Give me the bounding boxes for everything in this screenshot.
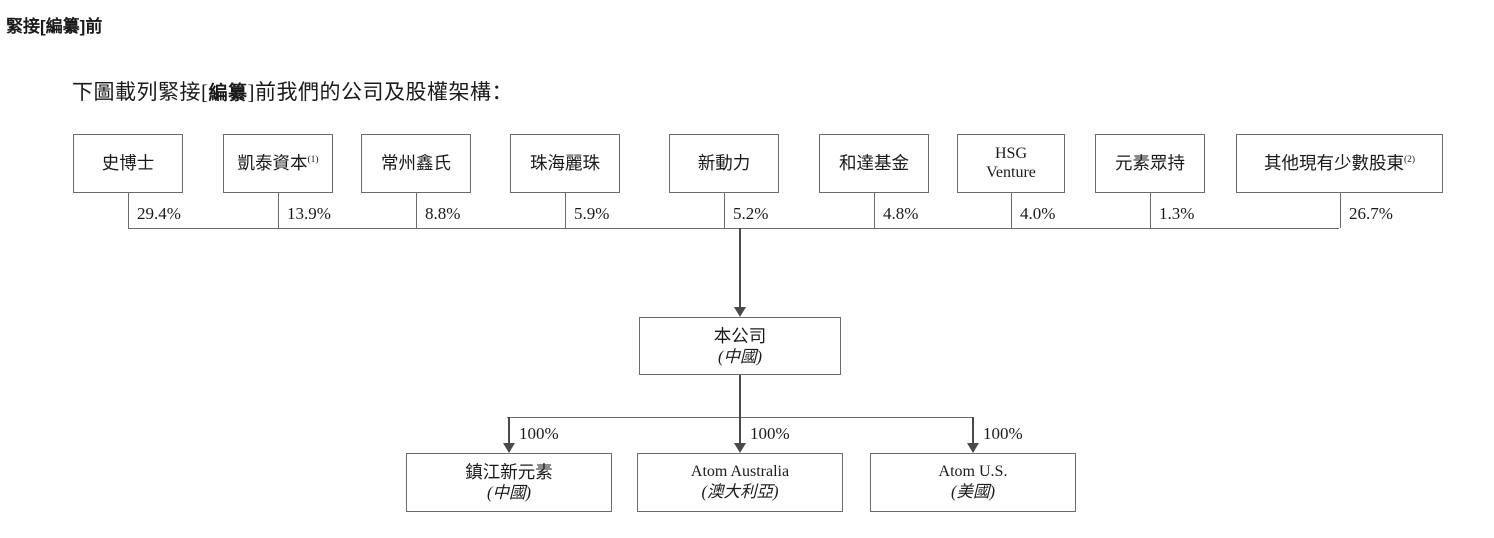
section-heading-text: 緊接[編纂]前 [6, 17, 103, 36]
ownership-percent-label: 26.7% [1349, 204, 1393, 223]
company-arrow-stem [739, 228, 741, 308]
company-node: 本公司 (中國) [639, 317, 841, 375]
shareholder-name: 珠海麗珠 [530, 153, 600, 174]
subsidiary-node: Atom U.S.(美國) [870, 453, 1076, 512]
subsidiary-arrow-head [734, 443, 746, 453]
shareholder-name: 常州鑫氏 [381, 153, 451, 174]
section-heading: 緊接[編纂]前 [6, 12, 102, 37]
subsidiary-arrow-head [967, 443, 979, 453]
subsidiary-name: 鎮江新元素 [465, 462, 553, 483]
top-horizontal-bus [128, 228, 1339, 229]
subsidiary-percent-label: 100% [750, 424, 790, 443]
subsidiary-region: (澳大利亞) [701, 482, 779, 502]
shareholder-node: 其他現有少數股東(2) [1236, 134, 1443, 193]
ownership-percent-label: 4.8% [883, 204, 919, 223]
shareholder-node: 新動力 [669, 134, 779, 193]
ownership-percent-label: 8.8% [425, 204, 461, 223]
shareholder-drop-line [278, 193, 279, 228]
intro-text-before: 下圖載列緊接[ [72, 80, 209, 104]
shareholder-node: 凱泰資本(1) [223, 134, 333, 193]
subsidiary-arrow-stem [739, 417, 741, 444]
ownership-percent-label: 13.9% [287, 204, 331, 223]
subsidiary-region: (美國) [951, 482, 995, 502]
subsidiary-arrow-stem [972, 417, 974, 444]
company-outflow-stem [739, 375, 741, 417]
shareholder-footnote-marker: (1) [307, 155, 319, 166]
subsidiary-node: 鎮江新元素(中國) [406, 453, 612, 512]
company-region: (中國) [718, 346, 762, 366]
shareholder-drop-line [1011, 193, 1012, 228]
intro-text-emphasis: 編纂 [208, 83, 248, 104]
subsidiary-region: (中國) [487, 483, 531, 503]
subsidiary-name: Atom U.S. [938, 463, 1008, 481]
shareholder-drop-line [565, 193, 566, 228]
ownership-percent-label: 29.4% [137, 204, 181, 223]
shareholder-drop-line [1340, 193, 1341, 228]
shareholder-name-line: Venture [986, 163, 1036, 181]
shareholder-name-line: HSG [994, 144, 1027, 162]
shareholder-name: 凱泰資本(1) [237, 153, 319, 174]
shareholder-drop-line [416, 193, 417, 228]
shareholder-name: 元素眾持 [1115, 153, 1185, 174]
shareholder-footnote-marker: (2) [1403, 155, 1416, 166]
ownership-percent-label: 1.3% [1159, 204, 1195, 223]
shareholder-node: 史博士 [73, 134, 183, 193]
shareholder-drop-line [128, 193, 129, 228]
shareholder-node: 珠海麗珠 [510, 134, 620, 193]
subsidiary-arrow-head [503, 443, 515, 453]
shareholder-node: 元素眾持 [1095, 134, 1205, 193]
subsidiary-arrow-stem [508, 417, 510, 444]
subsidiary-name: Atom Australia [690, 463, 790, 481]
intro-paragraph: 下圖載列緊接[編纂]前我們的公司及股權架構： [72, 76, 513, 106]
company-name: 本公司 [713, 325, 767, 346]
shareholder-node: 常州鑫氏 [361, 134, 471, 193]
shareholder-name: 其他現有少數股東(2) [1263, 153, 1416, 174]
subsidiary-percent-label: 100% [519, 424, 559, 443]
shareholder-node: 和達基金 [819, 134, 929, 193]
shareholder-drop-line [724, 193, 725, 228]
intro-text-after: ]前我們的公司及股權架構： [247, 80, 514, 104]
ownership-percent-label: 5.9% [574, 204, 610, 223]
shareholder-drop-line [874, 193, 875, 228]
shareholder-name: 新動力 [697, 153, 751, 174]
subsidiary-percent-label: 100% [983, 424, 1023, 443]
shareholder-name: 和達基金 [839, 153, 909, 174]
ownership-percent-label: 5.2% [733, 204, 769, 223]
subsidiary-node: Atom Australia(澳大利亞) [637, 453, 843, 512]
shareholder-name: 史博士 [101, 153, 155, 174]
ownership-percent-label: 4.0% [1020, 204, 1056, 223]
company-arrow-head [734, 307, 746, 317]
shareholder-drop-line [1150, 193, 1151, 228]
